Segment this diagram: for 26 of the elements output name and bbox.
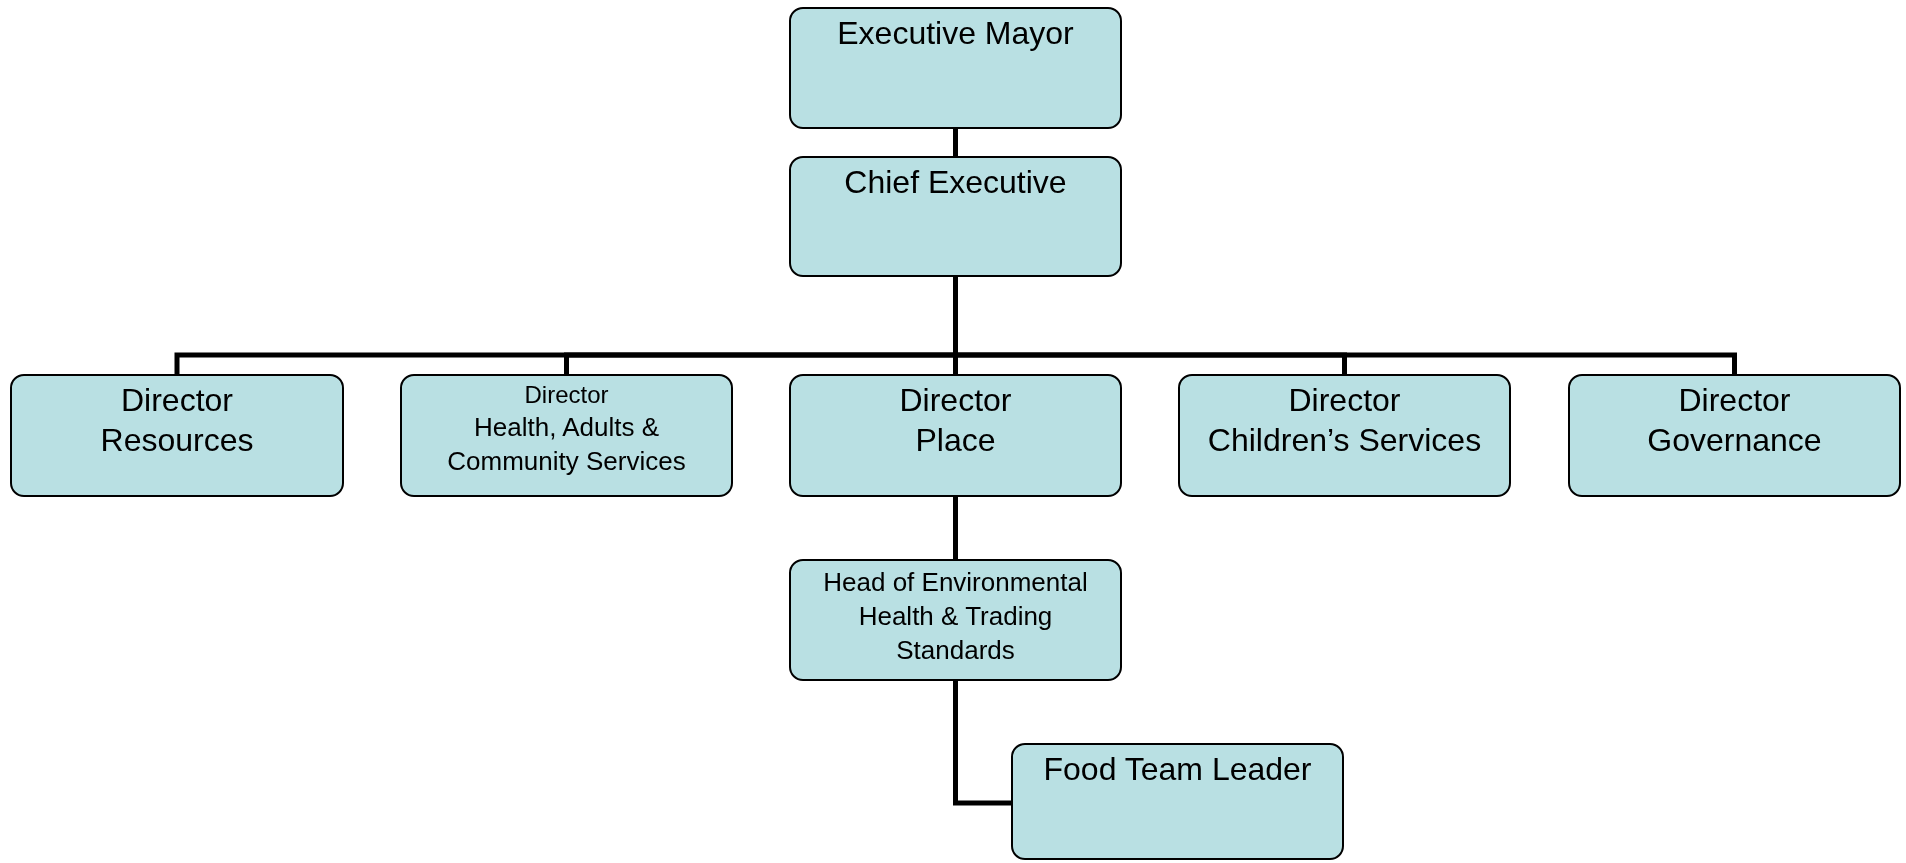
role-title: Director bbox=[1288, 381, 1401, 420]
role-title: Head of Environmental Health & Trading Standards bbox=[822, 566, 1089, 667]
role-title: Director bbox=[899, 381, 1012, 420]
role-title: Health, Adults & Community Services bbox=[446, 411, 687, 478]
role-title: Children’s Services bbox=[1207, 421, 1482, 460]
connector-line bbox=[953, 497, 958, 559]
role-title: Chief Executive bbox=[844, 163, 1067, 202]
role-title: Governance bbox=[1647, 421, 1822, 460]
org-box bbox=[400, 374, 733, 497]
role-title: Director bbox=[1678, 381, 1791, 420]
org-box bbox=[789, 156, 1122, 277]
connector-line bbox=[953, 129, 958, 156]
org-box bbox=[1011, 743, 1344, 860]
role-title: Resources bbox=[100, 421, 254, 460]
role-title: Food Team Leader bbox=[1043, 750, 1312, 789]
role-title: Place bbox=[915, 421, 996, 460]
org-box bbox=[789, 374, 1122, 497]
role-title: Executive Mayor bbox=[837, 14, 1074, 53]
org-box bbox=[10, 374, 344, 497]
role-title: Director bbox=[524, 380, 609, 410]
role-title: Director bbox=[121, 381, 233, 420]
connector-line bbox=[953, 681, 1011, 806]
org-box bbox=[789, 7, 1122, 129]
org-box bbox=[1178, 374, 1511, 497]
org-box bbox=[1568, 374, 1901, 497]
org-box bbox=[789, 559, 1122, 681]
